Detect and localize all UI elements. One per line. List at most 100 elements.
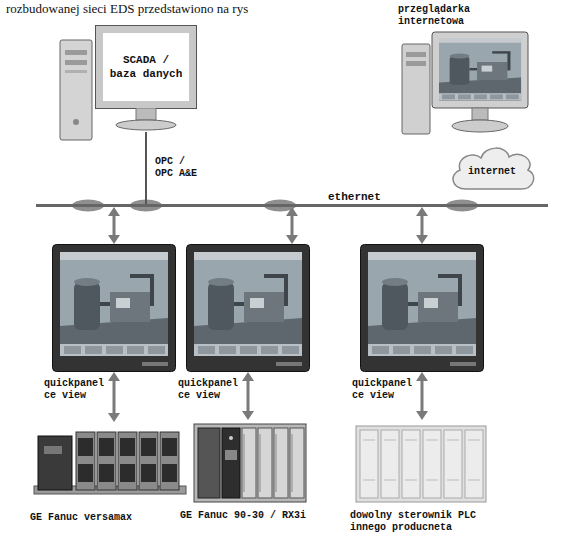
bus-node: ethernet	[36, 204, 548, 207]
panel-bezel	[187, 245, 310, 372]
arrow-head	[108, 235, 120, 244]
module-edge	[292, 434, 293, 492]
module-line	[447, 440, 459, 441]
terminal-block	[120, 464, 135, 482]
panel-node: quickpanel ce view	[52, 244, 176, 372]
connector-line	[247, 380, 250, 412]
module-line	[363, 440, 375, 441]
arrow-head	[108, 372, 120, 381]
arrow-head	[108, 207, 120, 216]
module-line	[384, 440, 396, 441]
plc-node: GE Fanuc versamax	[30, 422, 190, 524]
connector-line	[113, 380, 116, 414]
io-module	[274, 428, 288, 498]
panel-bezel	[361, 245, 484, 372]
connector	[286, 207, 298, 244]
drive-slot	[65, 60, 87, 65]
plc-module	[444, 430, 462, 498]
status-bar	[368, 344, 476, 356]
plc-picture	[350, 420, 510, 504]
module-line	[384, 480, 396, 481]
module-line	[468, 440, 480, 441]
soft-button	[474, 94, 487, 99]
soft-button	[219, 346, 236, 354]
soft-button	[393, 346, 410, 354]
plc-picture	[180, 420, 320, 504]
soft-button	[442, 94, 455, 99]
soft-button	[506, 94, 519, 99]
pipe	[234, 302, 244, 306]
module-edge	[260, 434, 261, 492]
status-bar	[60, 344, 168, 356]
terminal-block	[78, 438, 93, 456]
soft-button	[435, 346, 452, 354]
screen-bg	[439, 38, 521, 100]
panel-caption: quickpanel ce view	[352, 378, 416, 402]
machine-window	[116, 298, 130, 308]
module-line	[405, 480, 417, 481]
page-text-wrap: rozbudowanej sieci EDS przedstawiono na …	[6, 1, 248, 16]
connector-line	[421, 380, 424, 412]
monitor-stand	[96, 108, 196, 132]
io-module	[97, 432, 116, 490]
pipe	[408, 302, 418, 306]
machine	[418, 292, 458, 322]
tank-top	[74, 278, 100, 286]
connector-line	[113, 215, 116, 236]
arrow-head	[416, 372, 428, 381]
screen-image	[439, 38, 521, 100]
terminal-block	[141, 438, 156, 456]
tank	[74, 282, 100, 330]
terminal-block	[99, 464, 114, 482]
io-module	[76, 432, 95, 490]
arrow-head	[286, 235, 298, 244]
pipe	[469, 68, 477, 70]
tank-top	[208, 278, 234, 286]
plc-node: GE Fanuc 90-30 / RX3i	[180, 420, 320, 522]
soft-button	[458, 94, 471, 99]
pipe	[492, 51, 510, 53]
pipe	[507, 52, 510, 70]
soft-button	[261, 346, 278, 354]
monitor-neck	[472, 108, 488, 120]
device-name: GE Fanuc versamax	[30, 512, 190, 524]
soft-button	[198, 346, 215, 354]
tank-top	[382, 278, 408, 286]
cpu-port	[225, 450, 237, 460]
operator-panel	[360, 244, 484, 372]
cpu-port	[44, 446, 62, 454]
machine-window	[482, 66, 493, 72]
monitor-screen: SCADA / baza danych	[96, 26, 196, 108]
cpu-led	[229, 436, 233, 440]
terminal-block	[99, 438, 114, 456]
arrow-head	[416, 235, 428, 244]
scada-tower	[60, 40, 92, 140]
screen-text: SCADA / baza danych	[107, 53, 185, 81]
arrow-head	[108, 413, 120, 422]
status-bar	[194, 344, 302, 356]
panel-caption: quickpanel ce view	[44, 378, 108, 402]
connector	[242, 372, 254, 420]
connector	[416, 372, 428, 420]
rack	[194, 424, 306, 502]
plc-module	[423, 430, 441, 498]
drive-slot	[406, 52, 426, 57]
edge-label-wrap: OPC / OPC A&E	[155, 156, 207, 180]
monitor-base	[116, 120, 176, 130]
cpu-module	[38, 436, 72, 490]
plc-picture	[30, 422, 190, 506]
title-bar	[368, 252, 476, 260]
cloud-outline	[453, 148, 534, 189]
plc-module	[381, 430, 399, 498]
panel-bezel	[53, 245, 176, 372]
tank	[450, 56, 470, 85]
soft-button	[490, 94, 503, 99]
title-bar	[439, 38, 521, 43]
module-edge	[244, 434, 245, 492]
soft-button	[85, 346, 102, 354]
screen-image	[368, 252, 476, 356]
soft-button	[414, 346, 431, 354]
operator-panel	[52, 244, 176, 372]
browser-node: przeglądarka internetowa	[398, 4, 530, 136]
